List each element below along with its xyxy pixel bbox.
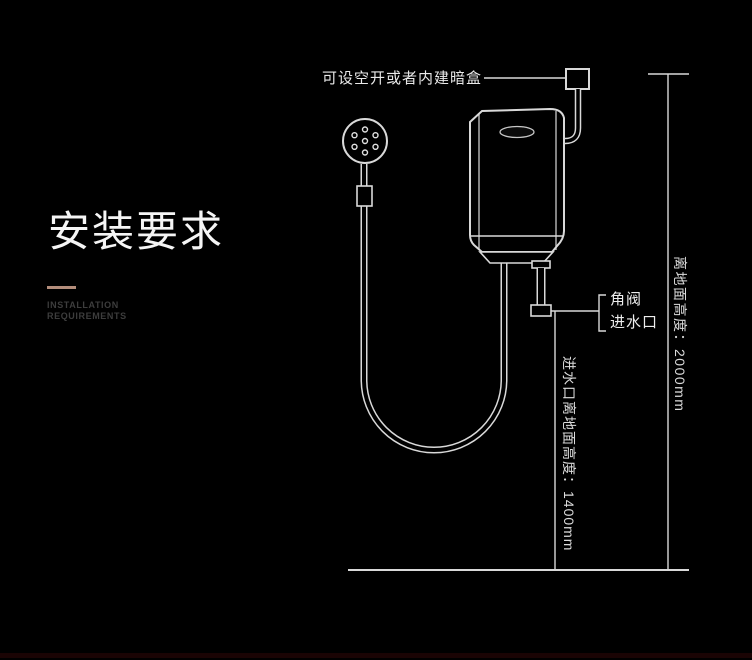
inlet-height-label: 进水口离地面高度：1400mm xyxy=(561,356,577,552)
overall-height-label: 离地面高度：2000mm xyxy=(672,256,688,413)
subtitle-line-1: INSTALLATION xyxy=(47,300,119,310)
subtitle-en: INSTALLATION REQUIREMENTS xyxy=(47,300,127,322)
page-title: 安装要求 xyxy=(48,208,225,255)
power-box-icon xyxy=(565,68,590,90)
subtitle-line-2: REQUIREMENTS xyxy=(47,311,127,321)
inlet-pipe xyxy=(530,260,552,317)
inlet-label: 进水口 xyxy=(610,314,659,331)
brand-badge xyxy=(499,125,535,139)
footer-strip xyxy=(0,653,752,658)
shower-holes xyxy=(351,126,379,156)
accent-divider xyxy=(47,286,76,289)
angle-valve-icon xyxy=(530,304,552,317)
water-heater-outline xyxy=(469,107,565,264)
shower-hose xyxy=(360,164,508,454)
power-cable xyxy=(564,89,582,145)
label-bracket xyxy=(598,294,606,332)
power-box-label: 可设空开或者内建暗盒 xyxy=(322,70,483,87)
valve-label: 角阀 xyxy=(610,291,643,308)
shower-head-icon xyxy=(342,118,388,164)
hose-connector xyxy=(356,185,373,207)
